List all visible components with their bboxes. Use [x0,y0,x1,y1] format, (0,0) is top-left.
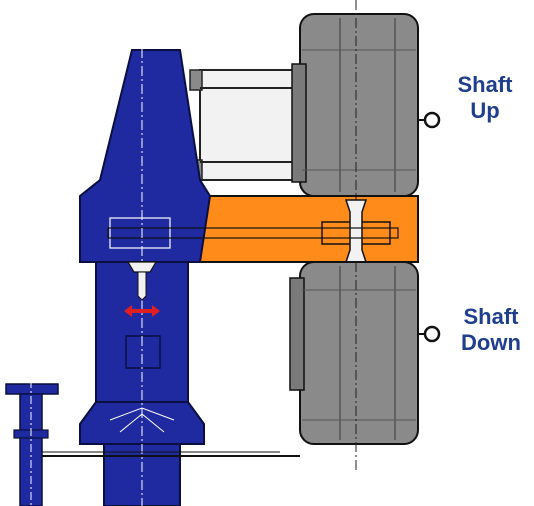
pump-body [79,30,399,506]
shaft-up-label: Shaft Up [451,72,519,124]
lifting-eye-icon [418,111,441,129]
lifting-eye-icon [418,325,441,343]
upper-motor-bracket [189,69,301,181]
lower-motor [289,261,441,470]
shaft-down-label-line2: Down [461,330,521,355]
shaft-down-label: Shaft Down [451,304,531,356]
shaft-down-label-line1: Shaft [463,304,519,329]
shaft-up-label-line1: Shaft [457,72,513,97]
coupling [197,195,419,263]
upper-motor [291,0,441,197]
discharge-pipe [5,380,59,506]
shaft-up-label-line2: Up [470,98,500,123]
double-arrow-icon [124,305,160,317]
